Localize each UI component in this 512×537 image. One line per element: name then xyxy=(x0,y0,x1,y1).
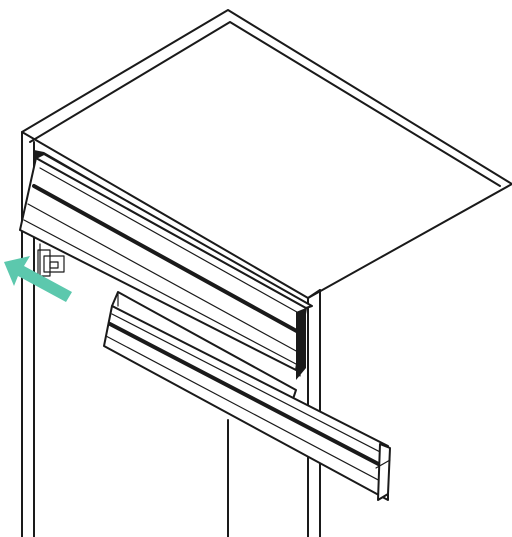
right-lift-mechanism xyxy=(296,308,306,380)
upper-door-panel xyxy=(19,153,313,371)
cabinet-top-front-edge xyxy=(29,21,501,187)
direction-arrow-icon xyxy=(4,256,72,302)
lower-door-panel xyxy=(103,291,391,501)
cabinet-top-panel xyxy=(21,9,512,299)
